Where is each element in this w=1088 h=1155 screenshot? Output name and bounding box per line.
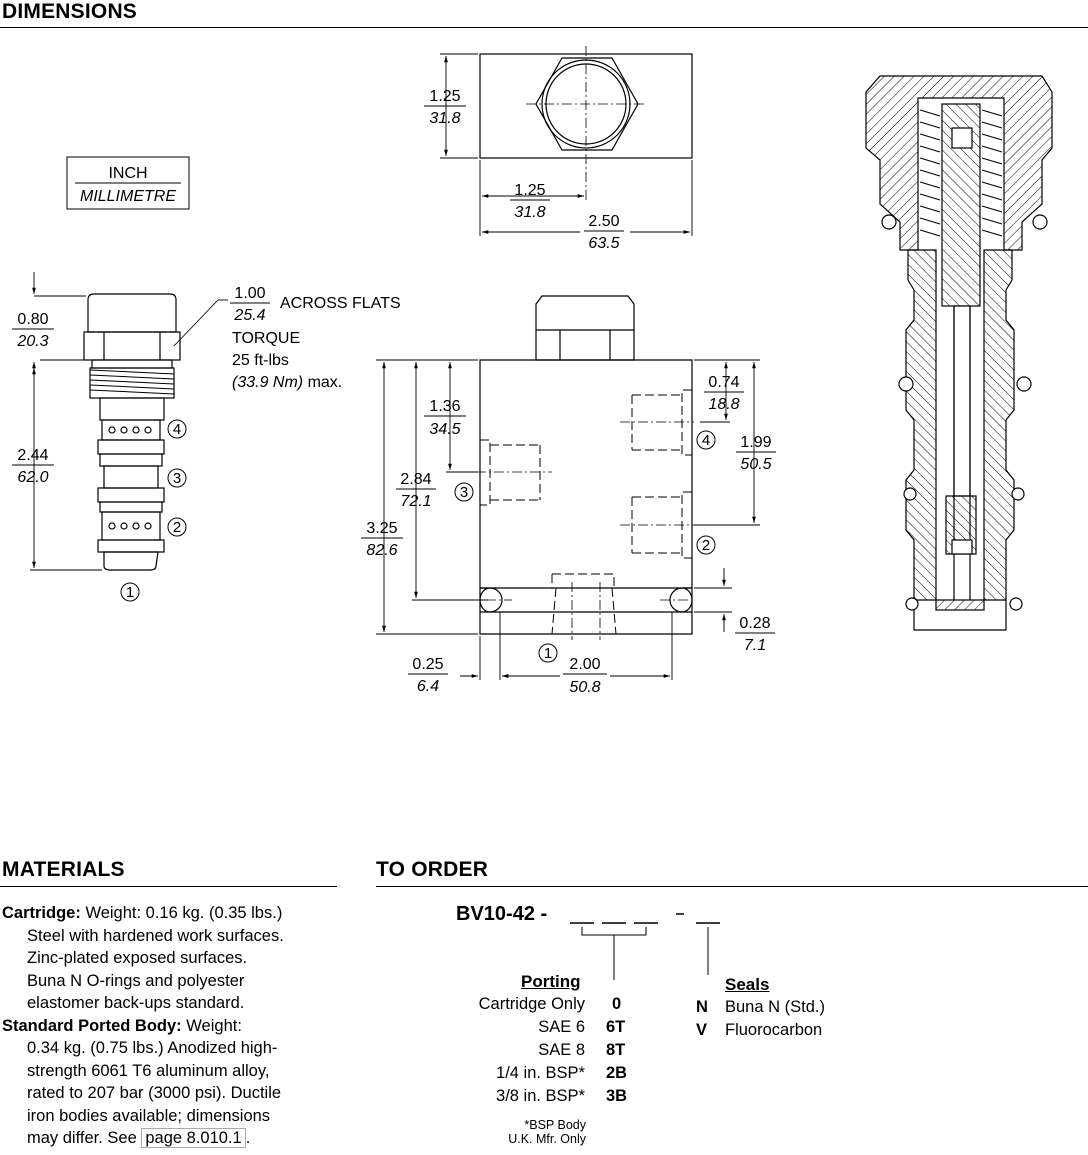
dim-125b-in: 1.25 bbox=[514, 182, 545, 199]
cart-port-4: 4 bbox=[173, 421, 181, 438]
legend-mm: MILLIMETRE bbox=[80, 188, 176, 205]
cart-port-2: 2 bbox=[173, 519, 181, 536]
body-port-1: 1 bbox=[544, 645, 552, 662]
dim-244-mm: 62.0 bbox=[17, 469, 48, 486]
dim-028-in: 0.28 bbox=[739, 615, 770, 632]
bsp-footnote: *BSP Body U.K. Mfr. Only bbox=[508, 1118, 586, 1146]
page-link[interactable]: page 8.010.1 bbox=[141, 1128, 246, 1148]
dimensions-drawing: INCH MILLIMETRE 4 3 2 1 bbox=[12, 46, 1053, 696]
dim-025-mm: 6.4 bbox=[417, 678, 439, 695]
porting-option: SAE 6 6T bbox=[538, 1018, 626, 1036]
dim-100-in: 1.00 bbox=[234, 285, 265, 302]
body-line-0: Standard Ported Body: Weight: bbox=[2, 1016, 242, 1035]
materials-title: MATERIALS bbox=[2, 858, 125, 881]
torque-max: max. bbox=[308, 374, 343, 391]
dim-244-in: 2.44 bbox=[17, 447, 48, 464]
body-line-2: strength 6061 T6 aluminum alloy, bbox=[27, 1061, 270, 1080]
porting-option: 3/8 in. BSP* 3B bbox=[496, 1087, 628, 1105]
cartridge-line-4: elastomer back-ups standard. bbox=[27, 994, 245, 1012]
dim-074-in: 0.74 bbox=[708, 374, 739, 391]
top-view bbox=[479, 46, 693, 200]
dim-025-in: 0.25 bbox=[412, 656, 443, 673]
porting-header: Porting bbox=[521, 972, 581, 991]
porting-option: Cartridge Only 0 bbox=[478, 995, 622, 1013]
cartridge-port-labels: 4 3 2 1 bbox=[120, 419, 187, 602]
cartridge-line-1: Steel with hardened work surfaces. bbox=[27, 926, 284, 945]
materials-text: Cartridge: Weight: 0.16 kg. (0.35 lbs.) … bbox=[2, 902, 337, 1150]
dim-125a-mm: 31.8 bbox=[429, 110, 460, 127]
unit-legend: INCH MILLIMETRE bbox=[66, 156, 190, 210]
body-line-1: 0.34 kg. (0.75 lbs.) Anodized high- bbox=[27, 1039, 278, 1057]
dim-250-mm: 63.5 bbox=[588, 235, 619, 252]
part-number: BV10-42 - bbox=[456, 903, 548, 925]
dim-080-mm: 20.3 bbox=[16, 333, 48, 350]
to-order-title: TO ORDER bbox=[376, 858, 489, 881]
body-front-view bbox=[476, 295, 694, 640]
cartridge-line-2: Zinc-plated exposed surfaces. bbox=[27, 949, 248, 967]
to-order-rule bbox=[376, 886, 1088, 887]
dim-199-in: 1.99 bbox=[740, 434, 771, 451]
dim-028-mm: 7.1 bbox=[744, 637, 766, 654]
cart-port-1: 1 bbox=[126, 584, 134, 601]
cart-port-3: 3 bbox=[173, 470, 181, 487]
body-port-3: 3 bbox=[460, 484, 468, 501]
porting-option: 1/4 in. BSP* 2B bbox=[496, 1064, 628, 1082]
cartridge-line-0: Cartridge: Weight: 0.16 kg. (0.35 lbs.) bbox=[2, 904, 283, 922]
seals-header: Seals bbox=[725, 975, 770, 994]
dim-125b-mm: 31.8 bbox=[514, 204, 545, 221]
dim-136-mm: 34.5 bbox=[429, 421, 460, 438]
dim-284-in: 2.84 bbox=[400, 471, 431, 488]
dim-325-mm: 82.6 bbox=[366, 542, 397, 559]
dim-284-mm: 72.1 bbox=[400, 493, 431, 510]
dimensions-rule bbox=[0, 27, 1088, 28]
order-code-blanks bbox=[570, 913, 720, 980]
dim-200-mm: 50.8 bbox=[569, 679, 600, 696]
cross-section-view bbox=[865, 75, 1053, 631]
dim-080-in: 0.80 bbox=[17, 311, 48, 328]
body-line-5: may differ. See page 8.010.1. bbox=[27, 1128, 251, 1148]
cartridge-line-3: Buna N O-rings and polyester bbox=[27, 971, 245, 990]
body-port-4: 4 bbox=[702, 432, 710, 449]
torque-value: 25 ft-lbs bbox=[232, 352, 289, 369]
dim-250-in: 2.50 bbox=[588, 213, 619, 230]
dim-074-mm: 18.8 bbox=[708, 396, 739, 413]
dim-325-in: 3.25 bbox=[366, 520, 397, 537]
dim-125a-in: 1.25 bbox=[429, 88, 460, 105]
body-line-3: rated to 207 bar (3000 psi). Ductile bbox=[27, 1084, 282, 1102]
body-port-2: 2 bbox=[702, 537, 710, 554]
dim-200-in: 2.00 bbox=[569, 656, 600, 673]
legend-inch: INCH bbox=[108, 165, 147, 182]
torque-nm: (33.9 Nm) bbox=[232, 374, 303, 391]
dim-100-mm: 25.4 bbox=[233, 307, 265, 324]
porting-option: SAE 8 8T bbox=[538, 1041, 626, 1059]
torque-label: TORQUE bbox=[232, 330, 300, 347]
across-flats-label: ACROSS FLATS bbox=[280, 295, 401, 312]
dimensions-title: DIMENSIONS bbox=[2, 0, 138, 23]
svg-text:(33.9 Nm) max.: (33.9 Nm) max. bbox=[232, 374, 342, 391]
cartridge-side-view bbox=[83, 293, 181, 571]
body-line-4: iron bodies available; dimensions bbox=[27, 1106, 271, 1125]
dim-199-mm: 50.5 bbox=[740, 456, 771, 473]
porting-list: Cartridge Only 0 SAE 6 6T SAE 8 8T 1/4 i… bbox=[440, 995, 640, 1110]
body-port-labels: 3 4 2 1 bbox=[454, 430, 716, 663]
dim-136-in: 1.36 bbox=[429, 398, 460, 415]
materials-rule bbox=[0, 886, 337, 887]
body-label: Standard Ported Body: bbox=[2, 1016, 182, 1035]
cartridge-label: Cartridge: bbox=[2, 904, 81, 922]
